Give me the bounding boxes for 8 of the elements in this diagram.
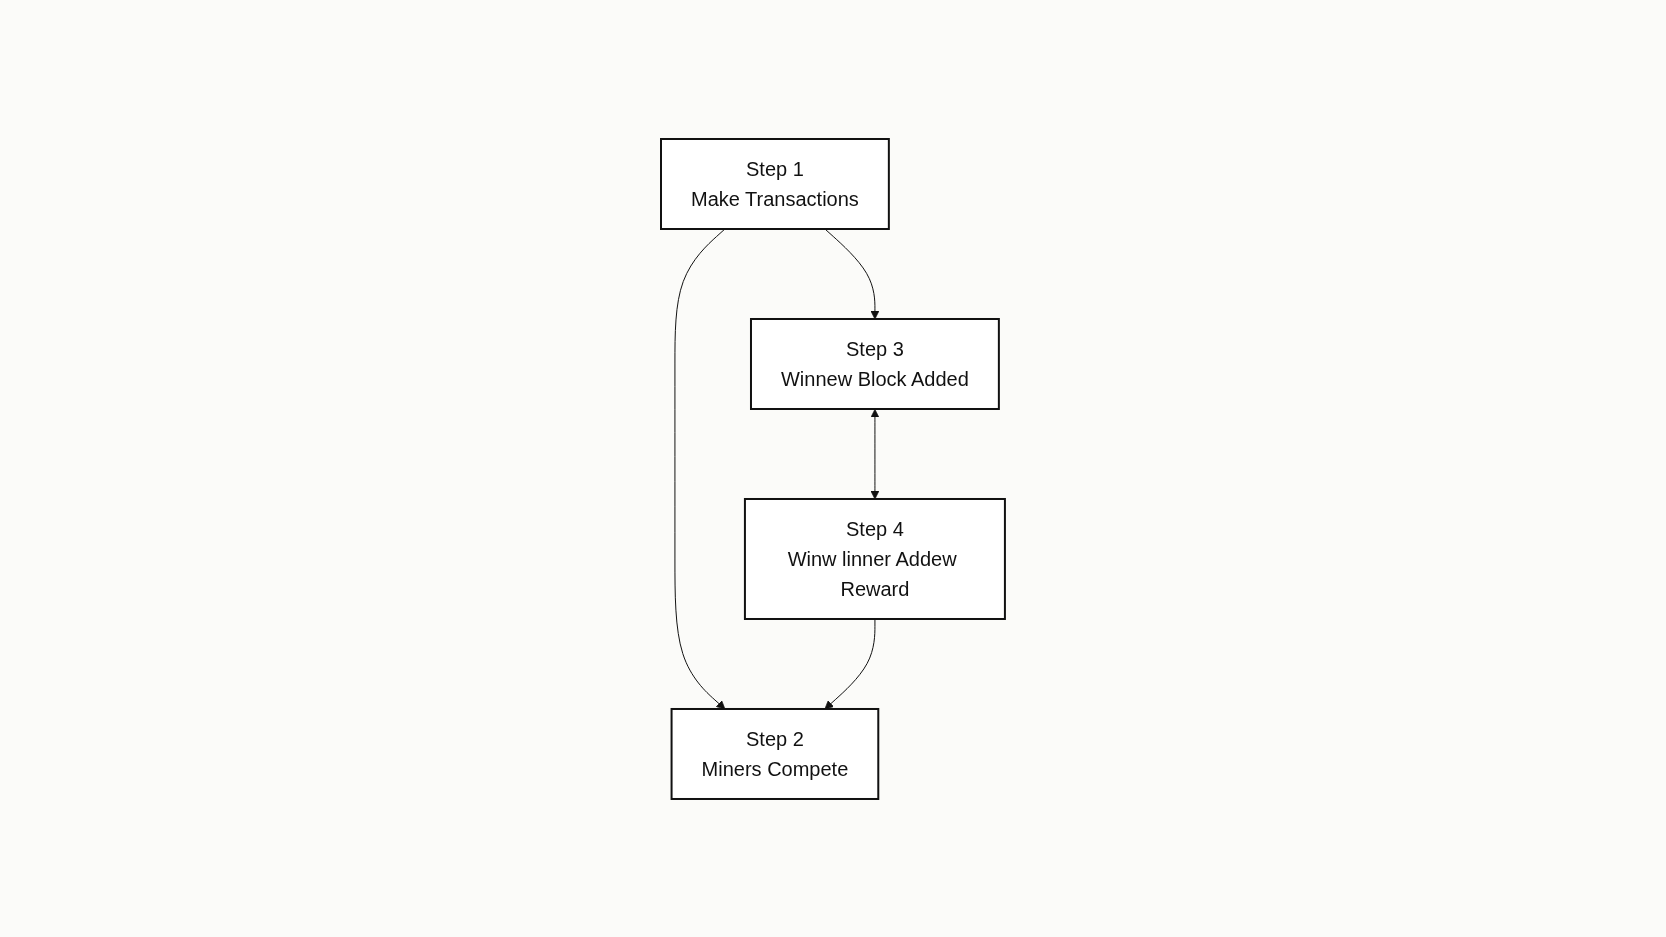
- arrow: [870, 408, 880, 499]
- arrow: [674, 228, 726, 709]
- node-box: Step 1 Make Transactions: [660, 137, 890, 230]
- node-box: Step 4 Winw linner Addew Reward: [743, 497, 1006, 620]
- arrow: [824, 618, 876, 709]
- arrow: [824, 228, 880, 319]
- node-box: Step 2 Miners Compete: [670, 707, 880, 800]
- node-box: Step 3 Winnew Block Added: [750, 317, 1000, 410]
